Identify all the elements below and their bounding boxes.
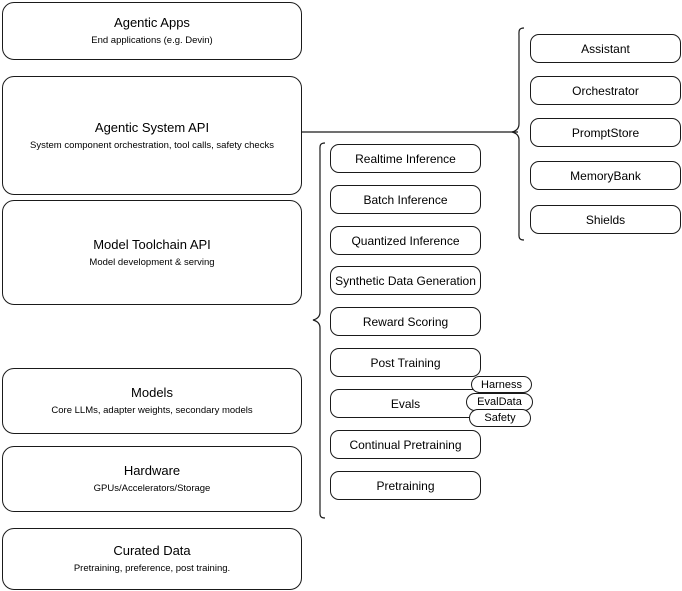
component-label: Orchestrator [572, 83, 639, 98]
evals-tag-label: EvalData [477, 396, 522, 408]
layer-title: Hardware [123, 463, 181, 478]
layer-model-toolchain-api[interactable]: Model Toolchain API Model development & … [2, 200, 302, 305]
layer-subtitle: Core LLMs, adapter weights, secondary mo… [51, 405, 253, 416]
layer-subtitle: Model development & serving [89, 256, 215, 268]
capability-label: Pretraining [376, 478, 435, 493]
capability-pretraining[interactable]: Pretraining [330, 471, 481, 500]
evals-tag-label: Safety [484, 412, 516, 424]
capability-label: Evals [390, 396, 421, 411]
capability-label: Batch Inference [363, 192, 448, 207]
capability-continual-pretraining[interactable]: Continual Pretraining [330, 430, 481, 459]
layer-curated-data[interactable]: Curated Data Pretraining, preference, po… [2, 528, 302, 590]
capability-label: Realtime Inference [355, 151, 456, 166]
layer-agentic-apps[interactable]: Agentic Apps End applications (e.g. Devi… [2, 2, 302, 60]
component-label: Shields [585, 212, 626, 227]
capability-post-training[interactable]: Post Training [330, 348, 481, 377]
layer-subtitle: Pretraining, preference, post training. [73, 563, 231, 574]
layer-title: Model Toolchain API [93, 236, 211, 252]
component-memorybank[interactable]: MemoryBank [530, 161, 681, 190]
capability-synthetic-data-generation[interactable]: Synthetic Data Generation [330, 266, 481, 295]
capability-evals[interactable]: Evals [330, 389, 481, 418]
layer-title: Agentic Apps [114, 15, 190, 30]
capability-label: Continual Pretraining [349, 437, 462, 452]
layer-title: Models [131, 385, 173, 400]
capability-label: Synthetic Data Generation [335, 273, 476, 288]
evals-tag-safety[interactable]: Safety [469, 409, 531, 427]
layer-subtitle: GPUs/Accelerators/Storage [93, 483, 211, 494]
brace-system-components [511, 27, 525, 241]
layer-models[interactable]: Models Core LLMs, adapter weights, secon… [2, 368, 302, 434]
layer-title: Curated Data [113, 543, 191, 558]
layer-title: Agentic System API [94, 119, 210, 135]
component-label: PromptStore [571, 125, 640, 140]
component-orchestrator[interactable]: Orchestrator [530, 76, 681, 105]
capability-label: Reward Scoring [362, 314, 449, 329]
component-label: Assistant [581, 41, 630, 56]
capability-quantized-inference[interactable]: Quantized Inference [330, 226, 481, 255]
capability-reward-scoring[interactable]: Reward Scoring [330, 307, 481, 336]
evals-tag-label: Harness [481, 378, 522, 391]
layer-subtitle: System component orchestration, tool cal… [30, 139, 274, 151]
capability-label: Quantized Inference [351, 233, 460, 248]
component-label: MemoryBank [570, 168, 641, 183]
evals-tag-harness[interactable]: Harness [471, 376, 532, 393]
capability-label: Post Training [370, 355, 441, 370]
capability-realtime-inference[interactable]: Realtime Inference [330, 144, 481, 173]
component-shields[interactable]: Shields [530, 205, 681, 234]
capability-batch-inference[interactable]: Batch Inference [330, 185, 481, 214]
component-assistant[interactable]: Assistant [530, 34, 681, 63]
layer-agentic-system-api[interactable]: Agentic System API System component orch… [2, 76, 302, 195]
component-promptstore[interactable]: PromptStore [530, 118, 681, 147]
layer-subtitle: End applications (e.g. Devin) [91, 35, 213, 46]
layer-hardware[interactable]: Hardware GPUs/Accelerators/Storage [2, 446, 302, 512]
brace-toolchain-capabilities [312, 142, 326, 519]
